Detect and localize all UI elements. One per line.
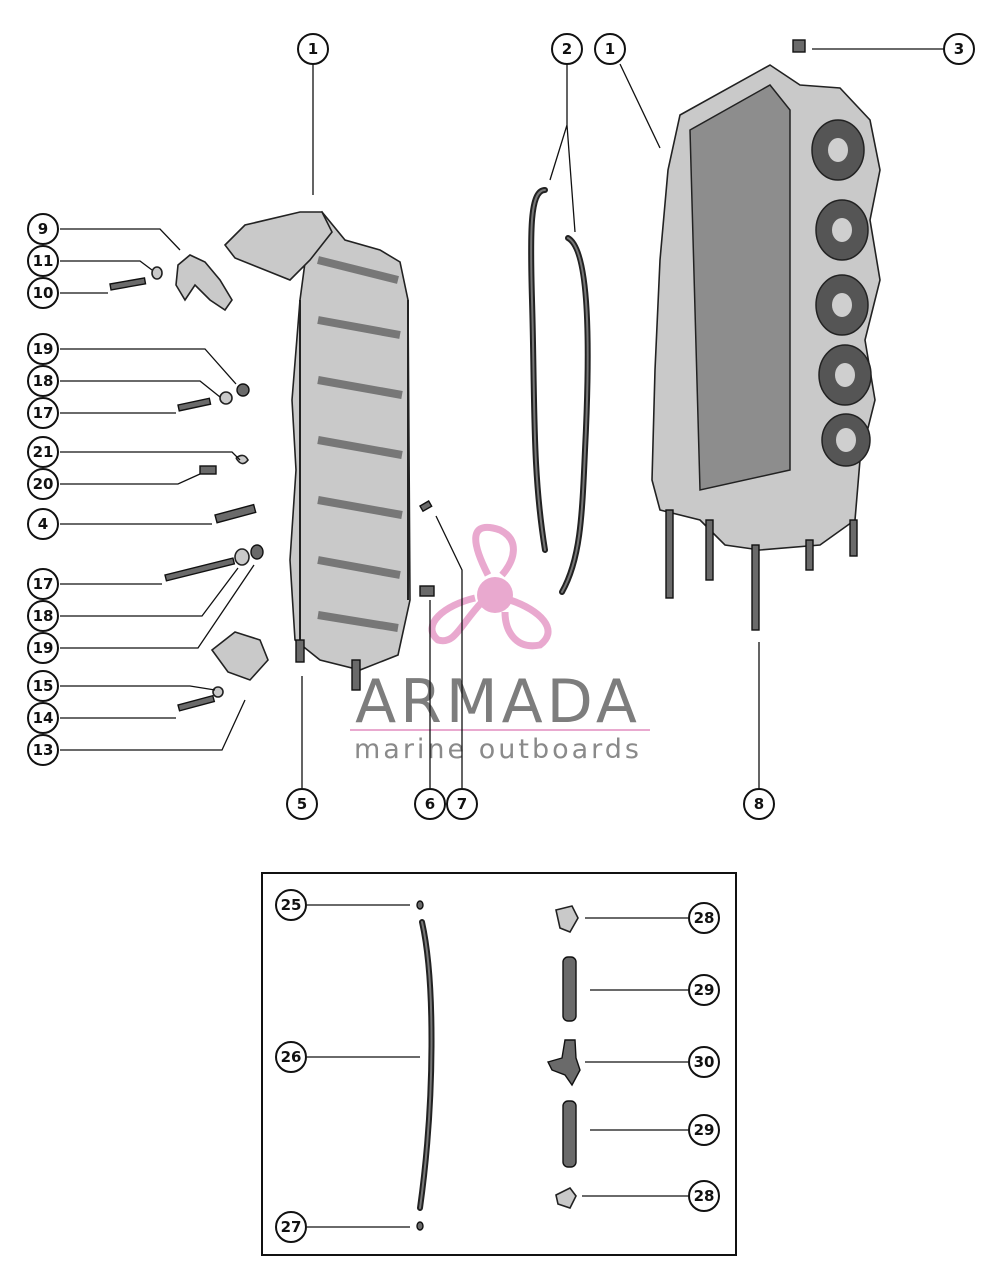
callout-label: 28 [694, 909, 715, 927]
callout-label: 7 [457, 795, 467, 813]
callout-17-upper: 17 [27, 397, 59, 429]
callout-6: 6 [414, 788, 446, 820]
callout-label: 2 [562, 40, 572, 58]
callout-25: 25 [275, 889, 307, 921]
callout-label: 3 [954, 40, 964, 58]
callout-18-lower: 18 [27, 600, 59, 632]
crankcase-half [289, 210, 411, 691]
callout-label: 19 [33, 639, 54, 657]
callout-20: 20 [27, 468, 59, 500]
propeller-blade-right [501, 596, 552, 650]
propeller-logo [428, 523, 552, 650]
callout-label: 17 [33, 404, 54, 422]
callout-label: 5 [297, 795, 307, 813]
callout-label: 30 [694, 1053, 715, 1071]
callout-21: 21 [27, 436, 59, 468]
callout-label: 14 [33, 709, 54, 727]
callout-19-upper: 19 [27, 333, 59, 365]
inset-parts [416, 900, 581, 1231]
cylinder-block [651, 64, 881, 631]
callout-10: 10 [27, 277, 59, 309]
callout-label: 1 [605, 40, 615, 58]
seal-strips [528, 187, 591, 595]
callout-4: 4 [27, 508, 59, 540]
callout-label: 29 [694, 1121, 715, 1139]
callout-label: 9 [38, 220, 48, 238]
leader-lines [60, 48, 944, 1228]
callout-30: 30 [688, 1046, 720, 1078]
callout-18-upper: 18 [27, 365, 59, 397]
callout-2: 2 [551, 33, 583, 65]
callout-label: 28 [694, 1187, 715, 1205]
callout-9: 9 [27, 213, 59, 245]
callout-3: 3 [943, 33, 975, 65]
callout-28-upper: 28 [688, 902, 720, 934]
propeller-blade-left [428, 594, 485, 645]
callout-5: 5 [286, 788, 318, 820]
propeller-blade-top [472, 523, 517, 578]
callout-label: 15 [33, 677, 54, 695]
callout-15: 15 [27, 670, 59, 702]
callout-14: 14 [27, 702, 59, 734]
brand-watermark: ARMADA marine outboards [350, 523, 650, 765]
callout-label: 6 [425, 795, 435, 813]
callout-label: 11 [33, 252, 54, 270]
callout-label: 1 [308, 40, 318, 58]
callout-label: 19 [33, 340, 54, 358]
callout-11: 11 [27, 245, 59, 277]
plug-part [792, 39, 806, 53]
callout-17-lower: 17 [27, 568, 59, 600]
small-hardware [109, 266, 435, 712]
callout-label: 20 [33, 475, 54, 493]
callout-label: 18 [33, 607, 54, 625]
callout-29-lower: 29 [688, 1114, 720, 1146]
bearing-cap-part [175, 254, 233, 312]
callout-label: 4 [38, 515, 48, 533]
callout-label: 27 [281, 1218, 302, 1236]
callout-13: 13 [27, 734, 59, 766]
callout-label: 8 [754, 795, 764, 813]
callout-label: 18 [33, 372, 54, 390]
callout-19-lower: 19 [27, 632, 59, 664]
callout-26: 26 [275, 1041, 307, 1073]
callout-8: 8 [743, 788, 775, 820]
callout-label: 10 [33, 284, 54, 302]
callout-29-upper: 29 [688, 974, 720, 1006]
callout-label: 25 [281, 896, 302, 914]
callout-label: 13 [33, 741, 54, 759]
callout-label: 29 [694, 981, 715, 999]
callout-27: 27 [275, 1211, 307, 1243]
brand-tagline: marine outboards [354, 734, 642, 765]
callout-28-lower: 28 [688, 1180, 720, 1212]
callout-label: 21 [33, 443, 54, 461]
inset-box [261, 872, 737, 1256]
callout-7: 7 [446, 788, 478, 820]
propeller-hub [477, 577, 513, 613]
callout-1-top-right: 1 [594, 33, 626, 65]
brand-name: ARMADA [355, 667, 641, 737]
upper-bracket [223, 211, 333, 281]
callout-label: 17 [33, 575, 54, 593]
callout-label: 26 [281, 1048, 302, 1066]
callout-1-top-left: 1 [297, 33, 329, 65]
